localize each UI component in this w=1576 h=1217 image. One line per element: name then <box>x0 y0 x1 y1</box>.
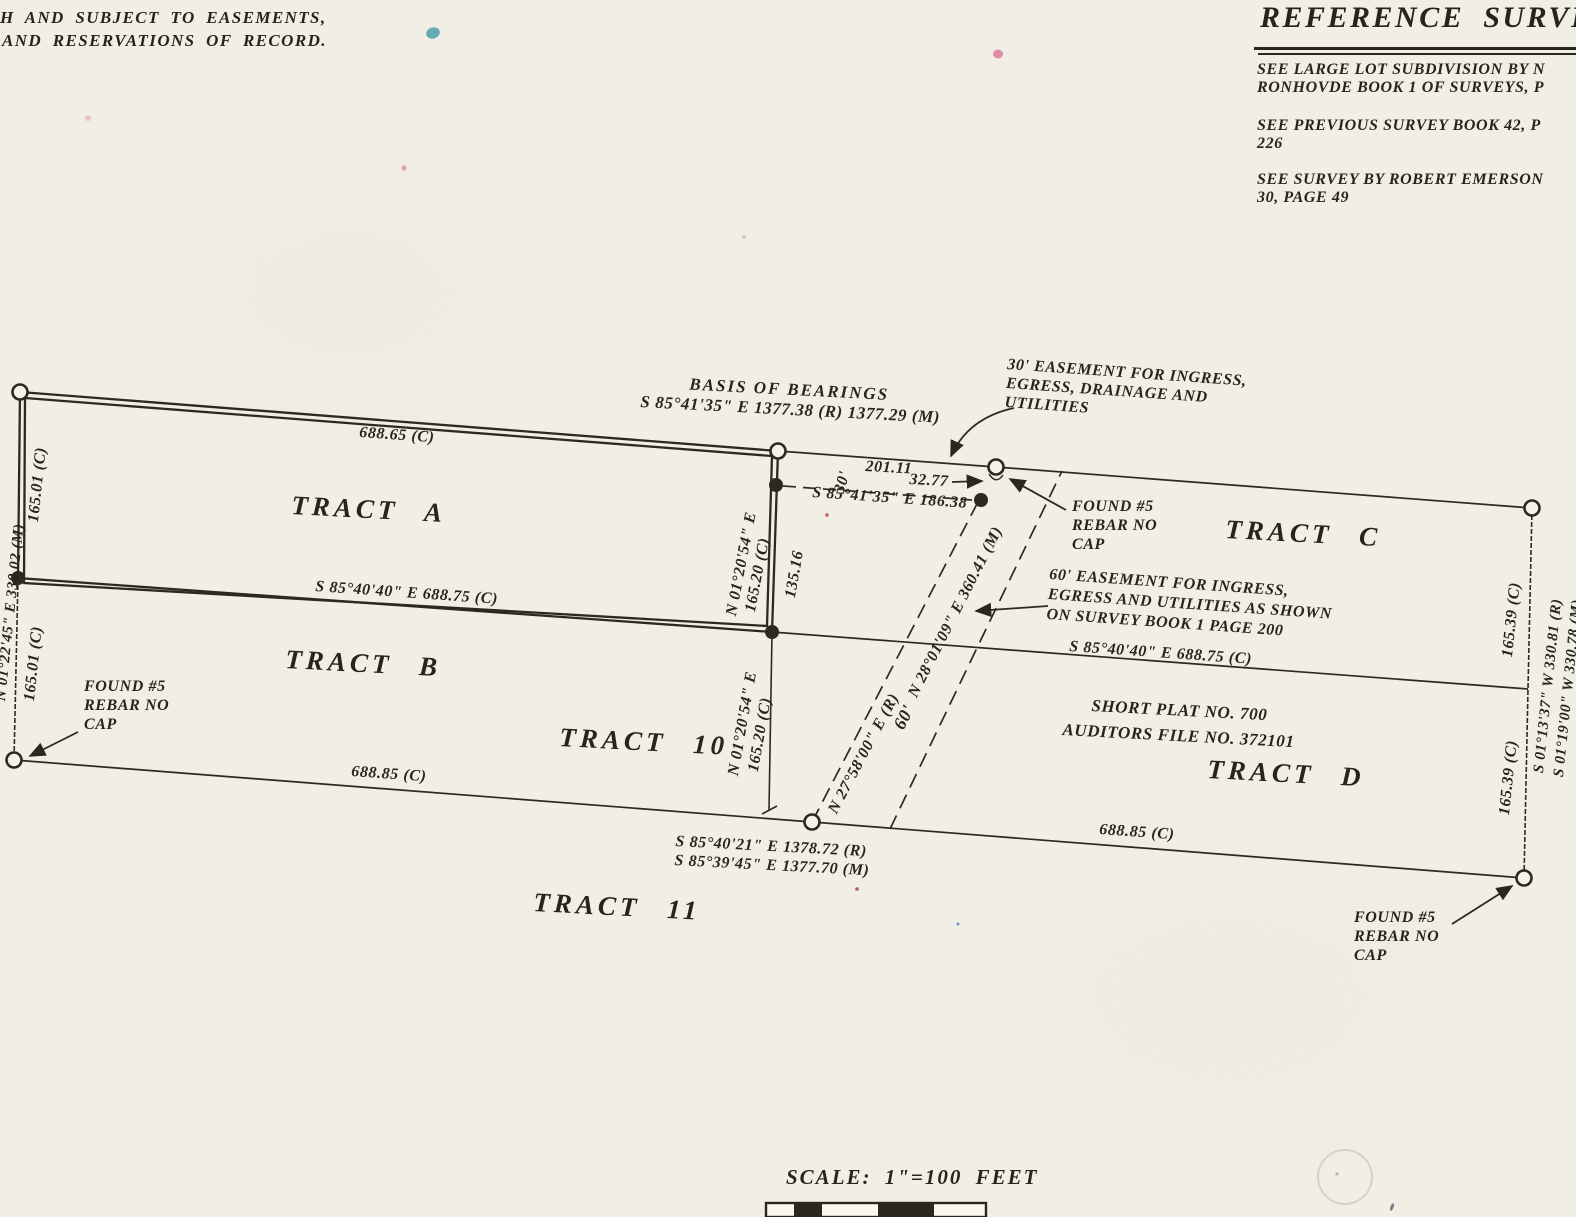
dim-3277: 32.77 <box>909 470 949 491</box>
found-rebar-center-line3: CAP <box>1072 536 1105 553</box>
found-rebar-bottom-line1: FOUND #5 <box>1354 909 1436 926</box>
faint-pencil-circle <box>1317 1149 1373 1205</box>
reference-note3-line1: SEE SURVEY BY ROBERT EMERSON <box>1257 171 1544 188</box>
reference-note1-line1: SEE LARGE LOT SUBDIVISION BY N <box>1257 61 1546 78</box>
found-rebar-note-center: FOUND #5 REBAR NO CAP <box>1072 497 1157 554</box>
leader-arrows <box>28 407 1514 925</box>
reference-note1-line2: RONHOVDE BOOK 1 OF SURVEYS, P <box>1257 79 1545 96</box>
reference-heading-underline-2 <box>1258 53 1576 55</box>
tract-10-label: TRACT 10 <box>558 722 729 761</box>
tract-11-label: TRACT 11 <box>532 887 702 926</box>
scale-bar <box>764 1201 988 1217</box>
tract-b-label: TRACT B <box>284 644 442 683</box>
reference-heading-underline-1 <box>1254 47 1576 50</box>
found-rebar-bottom-line3: CAP <box>1354 947 1387 964</box>
found-rebar-bottom-line2: REBAR NO <box>1354 928 1440 945</box>
top-left-note-line2: AND RESERVATIONS OF RECORD. <box>2 31 327 50</box>
found-rebar-note-left: FOUND #5 REBAR NO CAP <box>84 677 169 734</box>
boundary-lines <box>13 450 1533 879</box>
reference-note3-line2: 30, PAGE 49 <box>1257 189 1350 206</box>
easement-dashed-lines <box>782 470 1063 830</box>
tract-a-label: TRACT A <box>290 490 447 529</box>
dim-201: 201.11 <box>865 457 913 478</box>
found-rebar-left-line3: CAP <box>84 716 117 733</box>
reference-note2-line1: SEE PREVIOUS SURVEY BOOK 42, P <box>1257 117 1541 134</box>
reference-note2-line2: 226 <box>1257 135 1283 152</box>
corner-markers <box>5 383 1541 887</box>
paper-specks <box>85 27 1395 1211</box>
found-rebar-left-line1: FOUND #5 <box>84 678 166 695</box>
found-rebar-left-line2: REBAR NO <box>84 697 170 714</box>
found-rebar-center-line2: REBAR NO <box>1072 517 1158 534</box>
top-left-note-line1: H AND SUBJECT TO EASEMENTS, <box>0 8 327 27</box>
tract-c-label: TRACT C <box>1224 514 1382 553</box>
scale-label: SCALE: 1"=100 FEET <box>786 1165 1039 1189</box>
tract-d-label: TRACT D <box>1206 754 1366 793</box>
found-rebar-note-bottom: FOUND #5 REBAR NO CAP <box>1354 908 1439 965</box>
reference-surveys-heading: REFERENCE SURVE <box>1260 1 1576 34</box>
found-rebar-center-line1: FOUND #5 <box>1072 498 1154 515</box>
